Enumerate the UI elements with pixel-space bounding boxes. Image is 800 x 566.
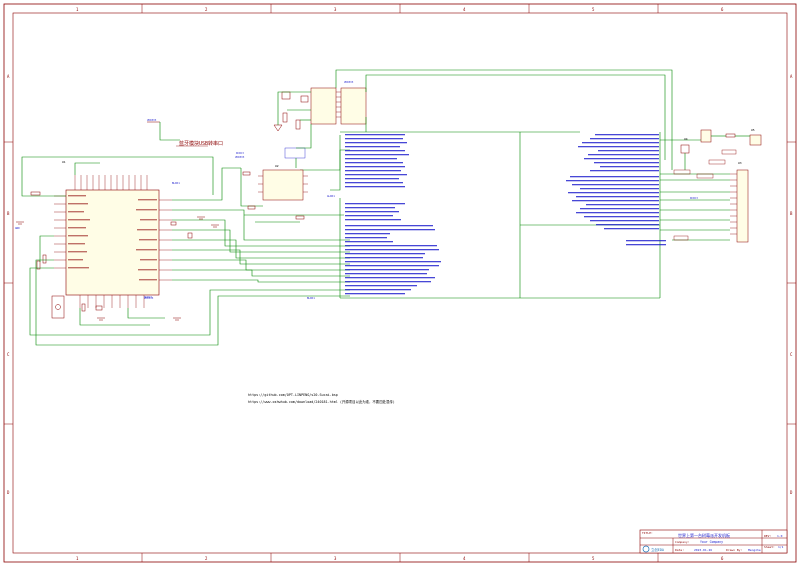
title-label: TITLE: (642, 531, 653, 535)
vdd-net-label: VDD3V3 (344, 80, 354, 84)
grid-col-label: 5 (592, 556, 595, 561)
drawn-value: Mengzhe (748, 548, 761, 552)
dcdc-net-label-bottom: DCDC3 (144, 295, 152, 299)
company-label: Company: (675, 540, 690, 544)
sheet-label: Sheet: (764, 545, 775, 549)
header-j1: U3 (680, 129, 762, 243)
grid-col-label: 1 (76, 556, 79, 561)
ic-u2: U2 ALDO1 DCDC3 (236, 151, 335, 220)
u1-ref: U1 (62, 160, 66, 164)
usb-uart-note: 蓝牙模块USB转串口 (179, 140, 223, 147)
left-passives (30, 191, 193, 319)
u3-ref: U3 (738, 161, 742, 165)
u2-ref: U2 (275, 164, 279, 168)
grid-col-label: 1 (76, 7, 79, 12)
grid-col-label: 3 (334, 556, 337, 561)
vdd-net-label: VDD3V3 (235, 155, 245, 159)
title-block: TITLE: 世界上第一台树莓派开发机板 REV: 1.0 Company: Y… (639, 529, 788, 554)
grid-col-label: 2 (205, 556, 208, 561)
grid-row-label: B (7, 211, 10, 216)
grid-col-label: 6 (721, 556, 724, 561)
drawn-label: Drawn By: (726, 548, 742, 552)
right-signal-labels (566, 134, 666, 246)
grid-col-label: 2 (205, 7, 208, 12)
u4-ref: U4 (684, 137, 688, 141)
bldo1-net-label: BLDO1 (172, 181, 180, 185)
logo-text: 立创EDA (651, 547, 664, 552)
oshwhub-link[interactable]: https://www.oshwhub.com/download/240181.… (248, 399, 395, 404)
grid-row-label: A (790, 74, 793, 79)
right-wires (660, 135, 750, 241)
date-label: Date: (675, 548, 684, 552)
vdd-net-label: VDD3V3 (144, 296, 154, 300)
sheet-value: 1/1 (778, 545, 784, 549)
lceda-logo-icon (642, 545, 650, 553)
bldo1-net-label: BLDO1 (307, 296, 315, 300)
middle-signal-labels (345, 134, 441, 295)
grid-row-label: A (7, 74, 10, 79)
grid-col-label: 3 (334, 7, 337, 12)
soc-u1: U1 (54, 160, 172, 308)
github-link[interactable]: https://github.com/OPT-LINPENG/s20-Sucai… (248, 393, 338, 397)
grid-col-label: 5 (592, 7, 595, 12)
left-gnd-symbols (16, 216, 219, 321)
grid-col-labels: 1 2 3 4 5 6 1 2 3 4 5 6 A B C D A B C D (7, 7, 793, 561)
middle-bus-wires (330, 131, 661, 299)
dcdc-net-label: DCDC3 (236, 151, 244, 155)
grid-row-label: C (790, 352, 793, 357)
middle-top-components: VDD3V3 (273, 80, 367, 159)
u5-ref: U5 (751, 128, 755, 132)
date-value: 2023-01-26 (694, 548, 712, 552)
grid-col-label: 4 (463, 7, 466, 12)
grid-col-label: 6 (721, 7, 724, 12)
sheet-title: 世界上第一台树莓派开发机板 (678, 532, 730, 538)
left-wires (21, 122, 350, 346)
grid-markers (4, 4, 796, 562)
grid-col-label: 4 (463, 556, 466, 561)
rev-label: REV: (764, 534, 771, 538)
grid-row-label: C (7, 352, 10, 357)
vdd-net-label: VDD3V3 (147, 118, 157, 122)
grid-row-label: D (790, 490, 793, 495)
middle-top-wires (277, 69, 673, 171)
company-value: Your Company (700, 540, 723, 544)
gnd-net-label: GND (15, 226, 20, 230)
grid-row-label: D (7, 490, 10, 495)
aldo1-net-label: ALDO1 (327, 194, 335, 198)
dcdc-net-label: DCDC3 (690, 196, 698, 200)
rev-value: 1.0 (777, 534, 783, 538)
right-net-flags (673, 149, 737, 241)
grid-row-label: B (790, 211, 793, 216)
